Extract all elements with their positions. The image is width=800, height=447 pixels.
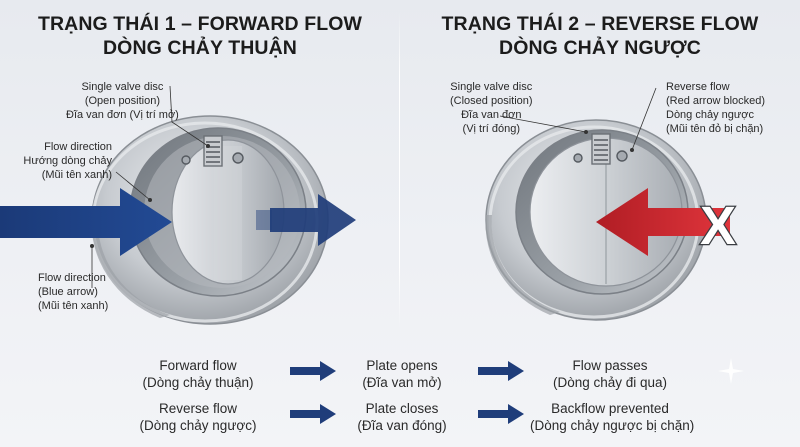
forward-title-line1: TRẠNG THÁI 1 – FORWARD FLOW [37, 13, 363, 35]
svg-text:X: X [700, 196, 736, 256]
legend-arrow-icon [290, 404, 336, 424]
forward-valve-illustration [0, 115, 356, 325]
forward-leader-lines [90, 85, 210, 288]
forward-flow-arrow-out [270, 194, 356, 246]
reverse-flow-title: TRẠNG THÁI 2 – REVERSE FLOW DÒNG CHẢY NG… [400, 12, 800, 60]
forward-flow-title: TRẠNG THÁI 1 – FORWARD FLOW DÒNG CHẢY TH… [0, 12, 400, 60]
reverse-leader-lines [499, 87, 657, 152]
legend-row2-action: Plate closes (Đĩa van đóng) [357, 401, 447, 433]
legend-row1-cause: Forward flow (Dòng chảy thuận) [142, 358, 254, 390]
legend-row2-cause: Reverse flow (Dòng chảy ngược) [139, 401, 257, 433]
reverse-title-line2: DÒNG CHẢY NGƯỢC [499, 37, 701, 59]
reverse-valve-illustration: X [485, 119, 738, 321]
legend-arrow-icon [478, 361, 524, 381]
legend-arrow-icon [290, 361, 336, 381]
forward-disc-label: Single valve disc (Open position) Đĩa va… [66, 81, 179, 121]
forward-flow-direction-label: Flow direction Hướng dòng chảy (Mũi tên … [23, 141, 112, 181]
reverse-title-line1: TRẠNG THÁI 2 – REVERSE FLOW [441, 13, 759, 35]
forward-blue-arrow-label: Flow direction (Blue arrow) (Mũi tên xan… [38, 272, 109, 312]
legend-row1-action: Plate opens (Đĩa van mở) [362, 358, 442, 390]
forward-flow-arrow-in [0, 188, 172, 256]
reverse-disc-label: Single valve disc (Closed position) Đĩa … [450, 81, 533, 135]
reverse-flow-panel: TRẠNG THÁI 2 – REVERSE FLOW DÒNG CHẢY NG… [400, 0, 800, 340]
legend-row1-result: Flow passes (Dòng chảy đi qua) [552, 358, 668, 390]
blocked-x-icon: X [699, 195, 738, 258]
sparkle-icon [718, 358, 744, 384]
panel-divider [399, 12, 400, 330]
forward-flow-panel: TRẠNG THÁI 1 – FORWARD FLOW DÒNG CHẢY TH… [0, 0, 400, 340]
legend-row2-result: Backflow prevented (Dòng chảy ngược bị c… [530, 401, 695, 433]
top-spring [181, 135, 244, 167]
reverse-flow-arrow [596, 188, 730, 256]
legend-arrow-icon [478, 404, 524, 424]
top-spring [573, 133, 628, 165]
reverse-flow-label: Reverse flow (Red arrow blocked) Dòng ch… [666, 81, 766, 135]
forward-title-line2: DÒNG CHẢY THUẬN [103, 37, 297, 59]
